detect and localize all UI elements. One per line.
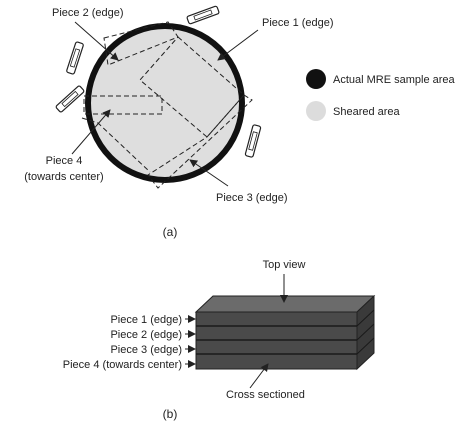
arrow-piece1 [217,29,259,61]
layer-label-4: Piece 4 (towards center) [63,359,182,371]
caption-a: (a) [163,225,178,239]
label-cross-sectioned: Cross sectioned [226,389,305,401]
piece-4-outline [83,95,163,115]
label-piece4-line1: Piece 4 [46,155,83,167]
arrow-piece3 [189,159,229,187]
arrow-cross-sectioned [249,363,269,389]
layer-side-line-3 [356,337,375,355]
tool-lower-left [55,85,85,113]
panel-a: Piece 2 (edge) Piece 1 (edge) Piece 4 (t… [24,5,456,239]
arrow-piece4 [71,109,111,155]
caption-b: (b) [163,407,178,421]
piece-3-outline [147,94,253,189]
label-piece3: Piece 3 (edge) [216,192,288,204]
label-top-view: Top view [263,259,306,271]
tool-left [66,41,84,75]
mre-sample-circle [85,23,245,183]
tool-top [186,5,220,25]
legend-actual-swatch [306,69,326,89]
arrow-piece2 [74,21,119,61]
layer-side-line-2 [356,323,375,341]
panel-b: Top view Cross sectioned Piece 1 (edge) … [63,259,376,421]
legend-actual-label: Actual MRE sample area [333,74,456,86]
label-piece1: Piece 1 (edge) [262,17,334,29]
block-top-face [194,295,376,313]
shear-path-outline [81,117,151,173]
label-piece4-line2: (towards center) [24,171,103,183]
piece-1-outline [139,36,245,138]
label-piece2: Piece 2 (edge) [52,7,124,19]
layer-label-2: Piece 2 (edge) [110,329,182,341]
tool-right [244,124,262,158]
piece-2-outline [103,21,179,66]
layer-side-line-1 [356,309,375,327]
layer-label-3: Piece 3 (edge) [110,344,182,356]
legend-sheared-swatch [306,101,326,121]
layer-label-1: Piece 1 (edge) [110,314,182,326]
legend-sheared-label: Sheared area [333,106,401,118]
